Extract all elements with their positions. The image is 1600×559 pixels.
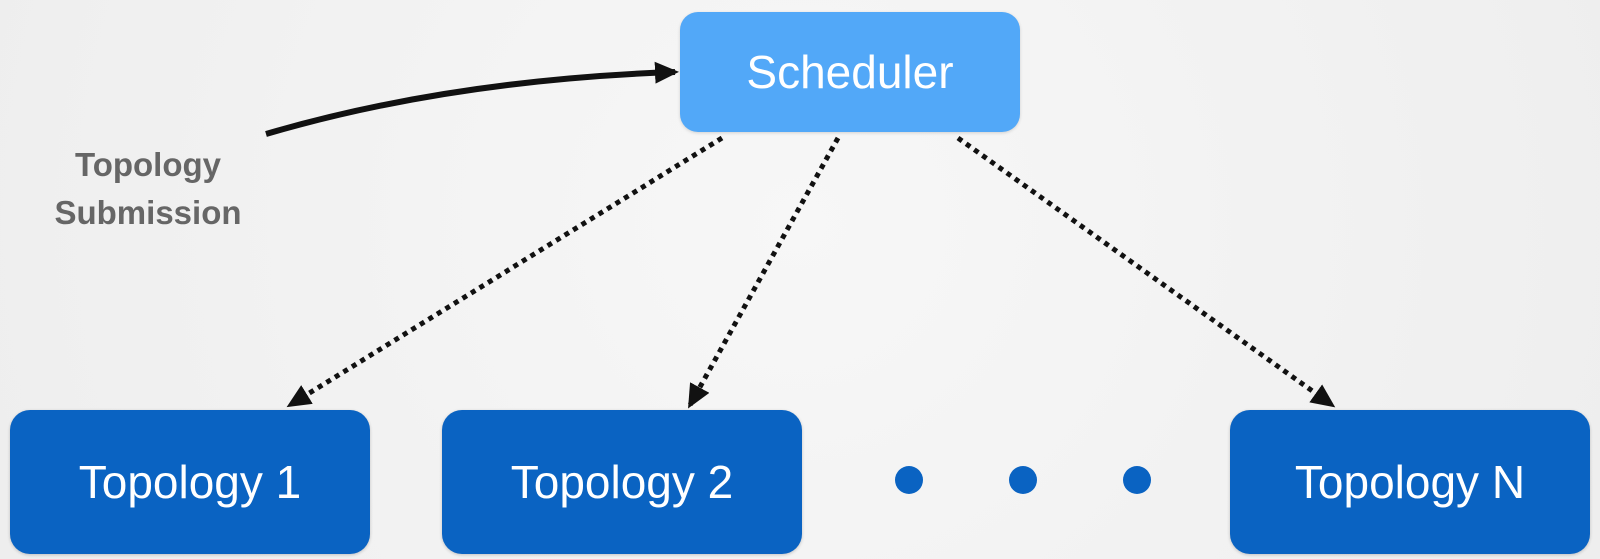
- submission-label-line-2: Submission: [54, 194, 242, 231]
- link-scheduler-topology-2: [687, 136, 841, 409]
- topology-submission-label: Topology Submission: [28, 141, 268, 237]
- scheduler-label: Scheduler: [746, 46, 954, 98]
- submission-arrow: [265, 61, 679, 137]
- link-scheduler-topology-n: [956, 135, 1336, 408]
- topology-node-n: Topology N: [1230, 410, 1590, 554]
- topology-node-1-label: Topology 1: [78, 456, 302, 508]
- topology-node-2-label: Topology 2: [510, 456, 734, 508]
- link-scheduler-topology-1: [286, 135, 724, 408]
- scheduler-node: Scheduler: [680, 12, 1020, 132]
- submission-label-line-1: Topology: [74, 146, 222, 183]
- topology-node-n-label: Topology N: [1294, 456, 1526, 508]
- ellipsis-dot-3: [1123, 466, 1151, 494]
- ellipsis-dot-1: [895, 466, 923, 494]
- ellipsis-dot-2: [1009, 466, 1037, 494]
- topology-node-1: Topology 1: [10, 410, 370, 554]
- topology-node-2: Topology 2: [442, 410, 802, 554]
